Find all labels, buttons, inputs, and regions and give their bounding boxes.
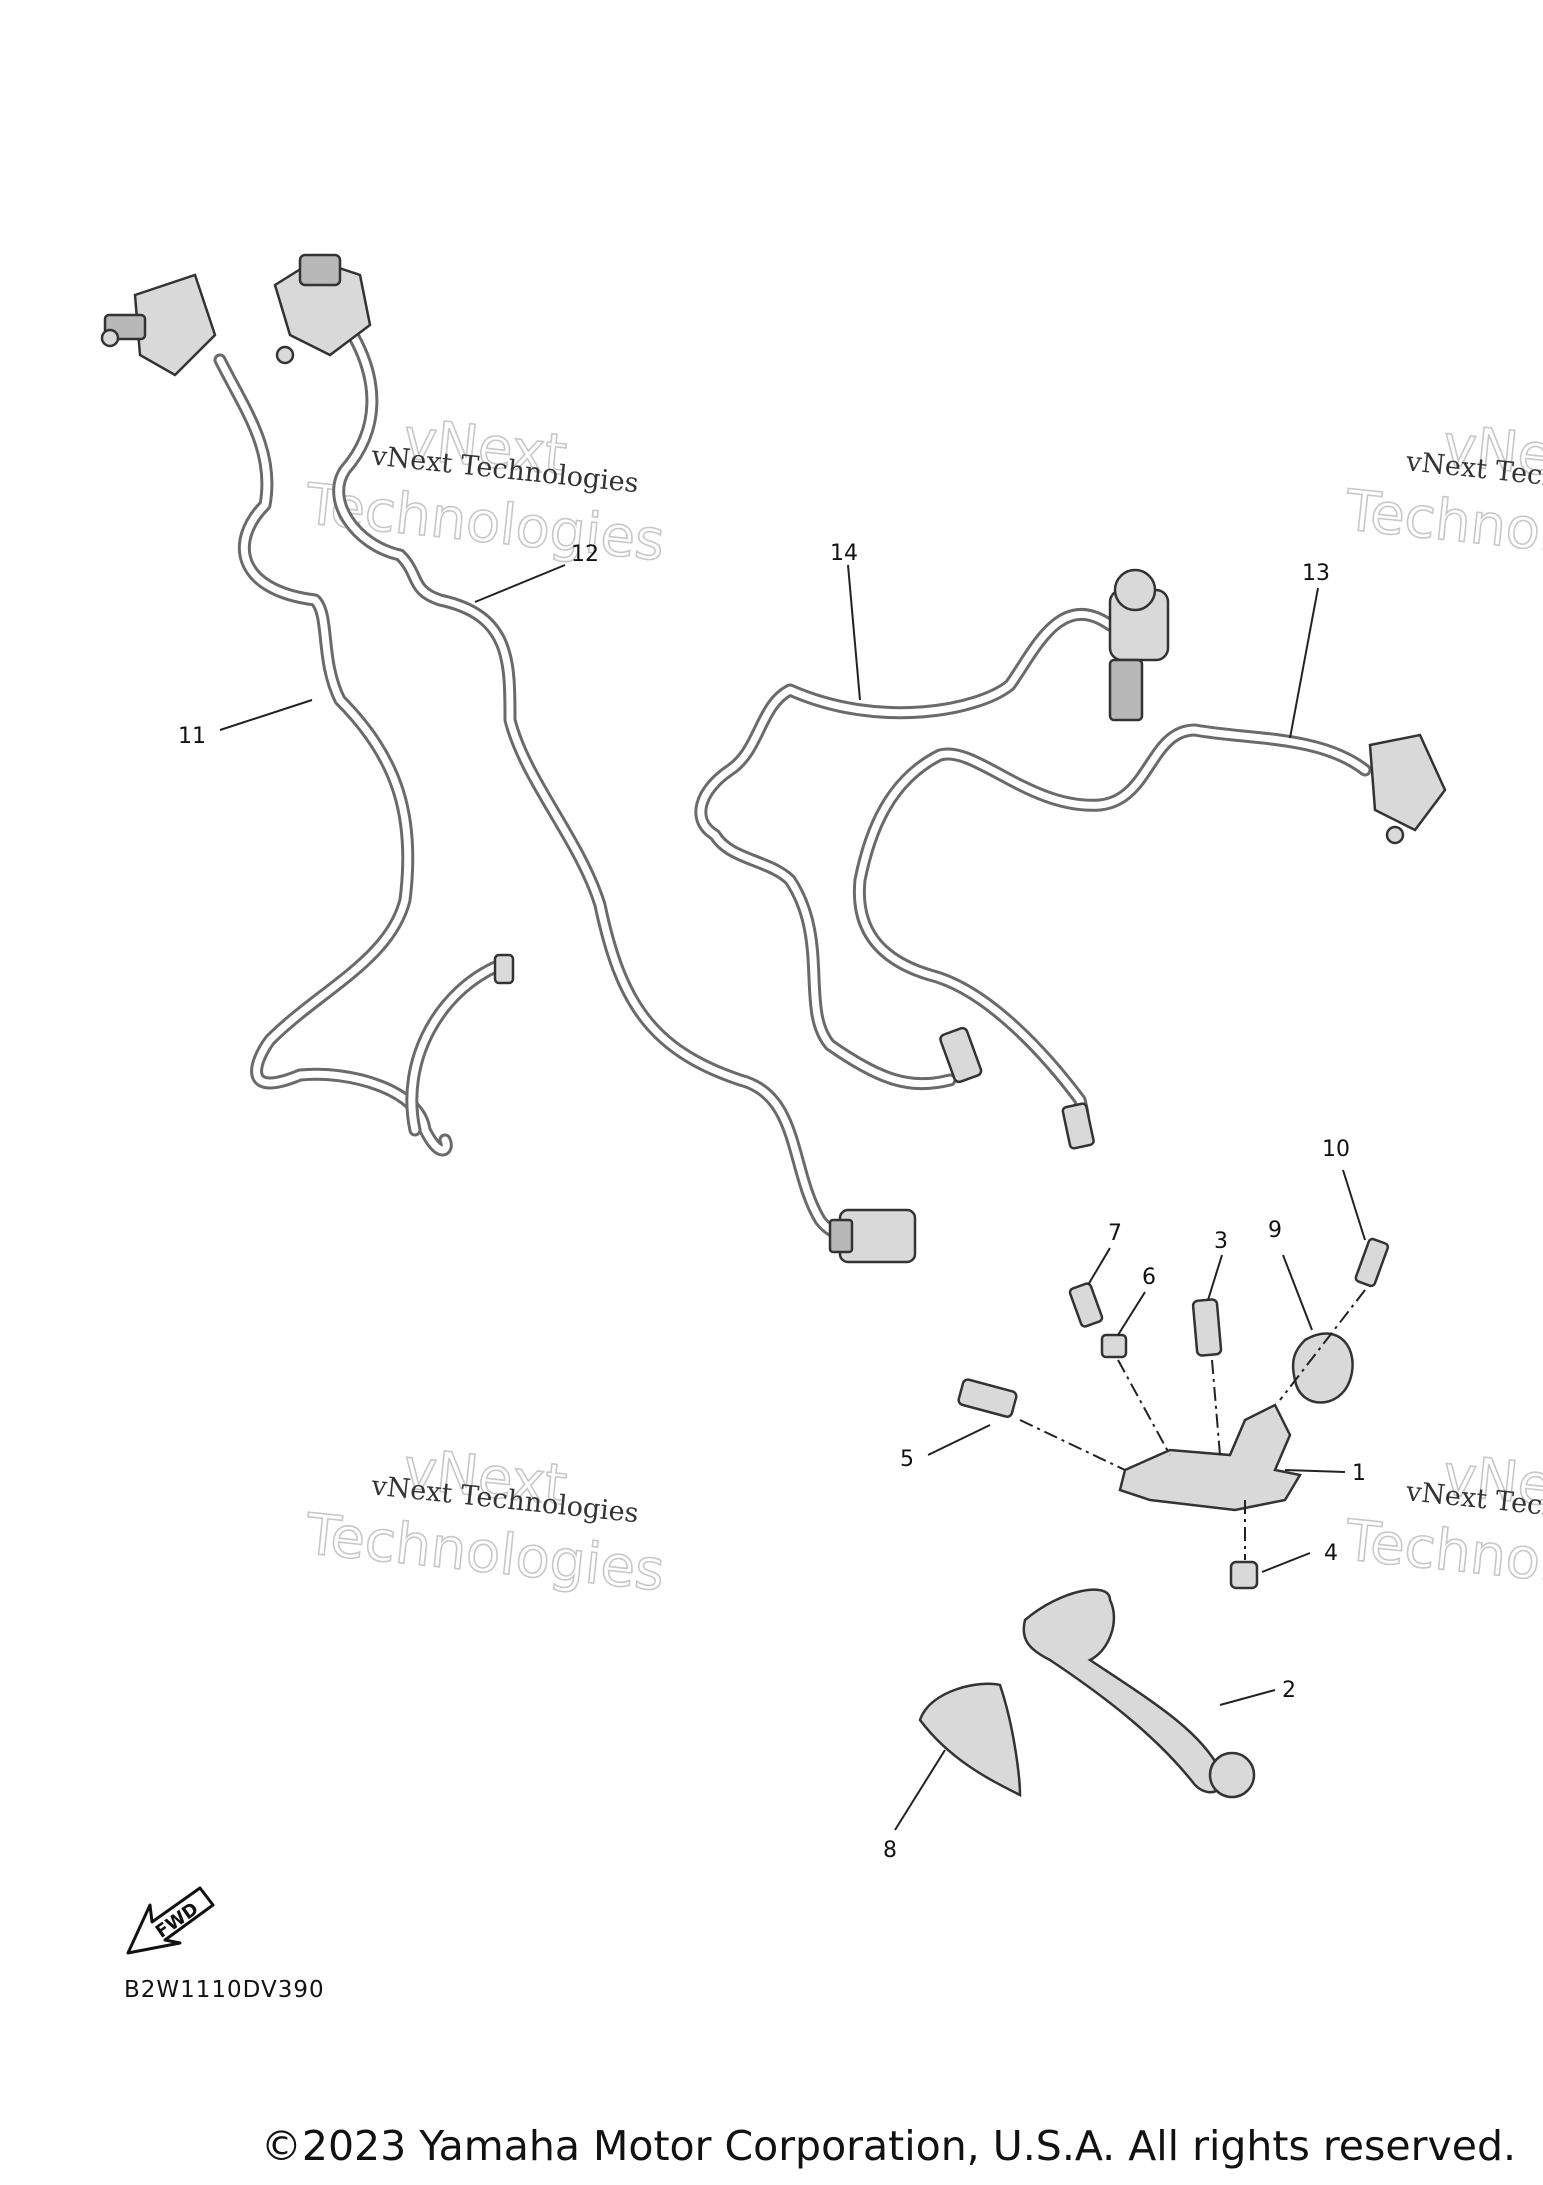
- callout-8: 8: [883, 1838, 897, 1863]
- connector-icon: [493, 953, 515, 985]
- watermark-left-top: vNext Technologies vNext Technologies: [301, 406, 668, 575]
- callout-6: 6: [1142, 1265, 1156, 1290]
- switch-housing-icon: [1368, 733, 1447, 845]
- callout-11: 11: [178, 724, 206, 749]
- callout-numbers: 1 2 3 4 5 6 7 8 9 10 11 12 13 14: [178, 541, 1366, 1863]
- callout-5: 5: [900, 1447, 914, 1472]
- switch-housing-icon: [1108, 568, 1170, 722]
- callout-14: 14: [830, 541, 858, 566]
- cover-8: [918, 1682, 1022, 1798]
- bolt-7: [1068, 1282, 1104, 1328]
- harness-12: [273, 253, 917, 1264]
- bolt-10: [1354, 1237, 1390, 1288]
- leader-lines: [219, 564, 1366, 1831]
- switch-housing-icon: [100, 273, 217, 377]
- nut-6: [1100, 1333, 1128, 1359]
- callout-13: 13: [1302, 561, 1330, 586]
- lever-2: [1022, 1588, 1256, 1799]
- watermark-big-bottom: Technologies: [1342, 1508, 1543, 1610]
- harness-11: [100, 273, 515, 1157]
- bracket-1: [1118, 1403, 1302, 1512]
- lever-ball-icon: [1208, 1751, 1256, 1799]
- nut-4: [1229, 1560, 1259, 1590]
- harness-14: [694, 568, 1170, 1091]
- callout-2: 2: [1282, 1678, 1296, 1703]
- callout-7: 7: [1108, 1221, 1122, 1246]
- watermark-left-bottom: vNext Technologies vNext Technologies: [301, 1436, 668, 1605]
- connector-icon: [828, 1208, 917, 1264]
- diagram-code: B2W1110DV390: [124, 1977, 325, 2003]
- connector-icon: [1061, 1102, 1095, 1150]
- pin-5: [957, 1378, 1018, 1418]
- watermark-right-top: vNext Technologies vNext Technologies: [1341, 412, 1543, 581]
- pivot-bolt-3: [1191, 1298, 1223, 1357]
- callout-1: 1: [1352, 1461, 1366, 1486]
- callout-4: 4: [1324, 1541, 1338, 1566]
- callout-10: 10: [1322, 1137, 1350, 1162]
- connector-icon: [939, 1026, 983, 1084]
- harness-13: [852, 723, 1447, 1150]
- watermark-right-bottom: vNext Technologies vNext Technologies: [1341, 1442, 1543, 1611]
- callout-12: 12: [571, 542, 599, 567]
- watermark-big-bottom: Technologies: [1342, 478, 1543, 580]
- switch-housing-icon: [273, 253, 372, 365]
- callout-9: 9: [1268, 1218, 1282, 1243]
- fwd-arrow-icon: FWD: [126, 1886, 215, 1955]
- clamp-9: [1291, 1332, 1354, 1404]
- assembly-lines: [1019, 1289, 1366, 1560]
- copyright-notice: ©2023 Yamaha Motor Corporation, U.S.A. A…: [260, 2122, 1516, 2170]
- callout-3: 3: [1214, 1229, 1228, 1254]
